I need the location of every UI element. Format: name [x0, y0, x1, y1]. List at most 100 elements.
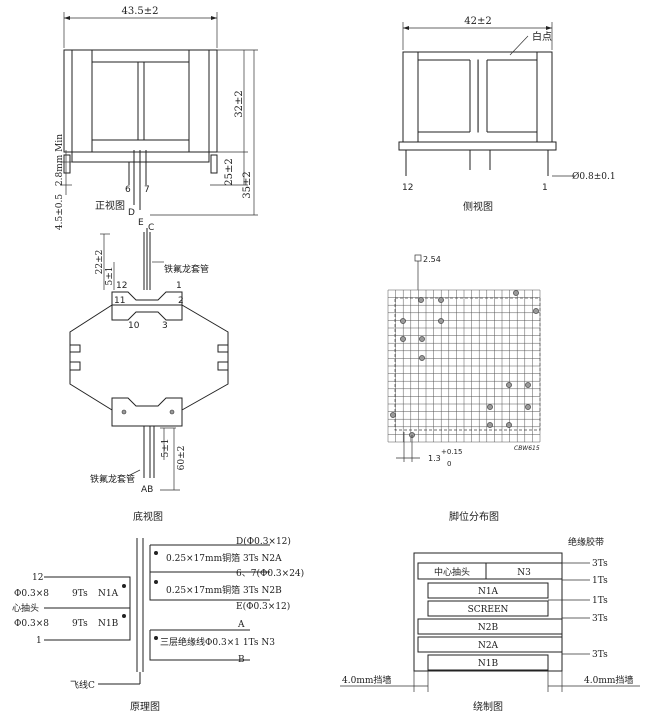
- bottom-p10: 10: [128, 321, 140, 331]
- side-view: 42±2 白点 12 1 Ø0.8±0.1 侧视图: [398, 16, 616, 213]
- front-pinD: D: [128, 208, 135, 218]
- front-height-35: 35±2: [242, 171, 253, 198]
- pin-hole: [525, 382, 531, 388]
- bottom-p11: 11: [114, 296, 125, 306]
- winding-margin-right: 4.0mm挡墙: [584, 674, 633, 686]
- side-pin-dia: Ø0.8±0.1: [572, 171, 616, 182]
- sch-right-n2b: 0.25×17mm铜箔 3Ts N2B: [166, 584, 282, 596]
- sch-left-center-tap: 心抽头: [12, 602, 39, 614]
- sch-left-turns-n1a: 9Ts: [72, 589, 88, 599]
- sch-left-pin-12: 12: [32, 573, 43, 583]
- pin-hole: [525, 404, 531, 410]
- winding-layer-screen: SCREEN: [468, 605, 509, 615]
- sch-right-n3: 三层绝缘线Φ0.3×1 1Ts N3: [160, 636, 275, 648]
- winding-ts-5: 3Ts: [592, 650, 608, 660]
- pin-layout: 2.54 1.3 +0.15 0 CBW615 脚位分布图: [387, 254, 541, 523]
- winding-layer-n2a: N2A: [478, 641, 499, 651]
- pin-hole: [533, 308, 539, 314]
- side-dot-label: 白点: [532, 30, 552, 43]
- sch-left-wire-n1a: Φ0.3×8: [14, 589, 49, 599]
- front-dim-bottom: 4.5±0.5: [55, 194, 65, 230]
- pin-hole: [400, 318, 406, 324]
- sch-left-turns-n1b: 9Ts: [72, 619, 88, 629]
- sch-right-d: D(Φ0.3×12): [236, 536, 291, 547]
- winding-ts-2: 1Ts: [592, 576, 608, 586]
- bottom-p12: 12: [116, 281, 127, 291]
- front-pinE: E: [138, 218, 144, 228]
- side-width-dim: 42±2: [464, 16, 491, 27]
- bottom-sleeve-bottom: 铁氟龙套管: [90, 473, 135, 485]
- pin-hole: [419, 355, 425, 361]
- side-pin12: 12: [402, 183, 413, 193]
- front-height-25: 25±2: [224, 158, 235, 185]
- bottom-view: C 22±2 5±1 铁氟龙套管 12 11 1 2 10 3: [69, 223, 229, 523]
- bottom-lead-top: C: [148, 223, 154, 233]
- layout-title: 脚位分布图: [449, 510, 499, 523]
- bottom-dim-60: 60±2: [177, 446, 187, 471]
- bottom-p3: 3: [162, 321, 168, 331]
- side-view-title: 侧视图: [463, 200, 493, 213]
- winding-ts-3: 1Ts: [592, 596, 608, 606]
- front-pin6: 6: [125, 185, 131, 195]
- pin-hole: [506, 422, 512, 428]
- front-view: 43.5±2 6 7 D E 32±2 25±2: [55, 6, 258, 230]
- pin-hole: [506, 382, 512, 388]
- layout-tol-zero: 0: [447, 460, 451, 468]
- front-height-32: 32±2: [234, 90, 245, 117]
- sch-left-name-n1a: N1A: [98, 589, 119, 599]
- layout-grid: [387, 289, 541, 443]
- side-pin1: 1: [542, 183, 548, 193]
- winding-layer-n2b: N2B: [478, 623, 499, 633]
- pin-hole: [400, 336, 406, 342]
- pin-hole: [487, 422, 493, 428]
- pin-hole: [419, 336, 425, 342]
- layout-tol-plus: +0.15: [441, 448, 462, 456]
- layout-model: CBW615: [514, 445, 540, 452]
- pin-hole: [418, 297, 424, 303]
- layout-offset: 1.3: [428, 454, 441, 463]
- layout-pitch: 2.54: [423, 255, 441, 264]
- front-view-title: 正视图: [95, 199, 125, 212]
- bottom-dim-5a: 5±1: [105, 267, 115, 286]
- winding-margin-left: 4.0mm挡墙: [342, 674, 391, 686]
- schematic-right-labels: D(Φ0.3×12) 0.25×17mm铜箔 3Ts N2A 6、7(Φ0.3×…: [160, 536, 304, 665]
- sch-left-name-n1b: N1B: [98, 619, 119, 629]
- front-pin7: 7: [144, 185, 150, 195]
- winding-diagram: 绝缘胶带 中心抽头 N3 N1A SCREEN N2B N2A N1B 3Ts …: [340, 536, 640, 713]
- pin-hole: [487, 404, 493, 410]
- pin-hole: [390, 412, 396, 418]
- bottom-p2: 2: [178, 296, 184, 306]
- sch-right-n2a: 0.25×17mm铜箔 3Ts N2A: [166, 552, 282, 564]
- schematic: 12 Φ0.3×8 9Ts N1A 心抽头 Φ0.3×8 9Ts N1B 1 D…: [12, 536, 304, 713]
- bottom-lead-bottom: AB: [141, 485, 153, 495]
- sch-right-b: B: [238, 655, 245, 665]
- front-width-dim: 43.5±2: [121, 6, 158, 17]
- bottom-p1: 1: [176, 281, 182, 291]
- pin-hole: [438, 297, 444, 303]
- layout-pins: [390, 290, 539, 438]
- bottom-view-title: 底视图: [133, 510, 163, 523]
- winding-ts-1: 3Ts: [592, 559, 608, 569]
- sch-right-e: E(Φ0.3×12): [236, 601, 290, 612]
- sch-right-a: A: [237, 620, 245, 630]
- bottom-dim-5b: 5±1: [161, 439, 171, 458]
- sch-flying-lead: 飞线C: [70, 679, 95, 691]
- winding-ts-4: 3Ts: [592, 614, 608, 624]
- bottom-dim-22: 22±2: [95, 250, 105, 275]
- winding-layer-center-tap: 中心抽头: [434, 566, 470, 578]
- winding-layer-n3: N3: [517, 568, 531, 578]
- sch-left-pin-1: 1: [36, 636, 42, 646]
- sch-right-67: 6、7(Φ0.3×24): [236, 568, 304, 579]
- bottom-sleeve-top: 铁氟龙套管: [164, 263, 209, 275]
- winding-title: 绕制图: [473, 700, 503, 713]
- pin-hole: [438, 318, 444, 324]
- schematic-left-labels: 12 Φ0.3×8 9Ts N1A 心抽头 Φ0.3×8 9Ts N1B 1: [12, 573, 119, 646]
- sch-left-wire-n1b: Φ0.3×8: [14, 619, 49, 629]
- schematic-title: 原理图: [130, 701, 160, 713]
- winding-layer-n1a: N1A: [478, 587, 499, 597]
- winding-tape: 绝缘胶带: [568, 536, 604, 548]
- pin-hole: [513, 290, 519, 296]
- front-dim-min: 2.8mm Min: [55, 134, 65, 186]
- winding-layer-n1b: N1B: [478, 659, 499, 669]
